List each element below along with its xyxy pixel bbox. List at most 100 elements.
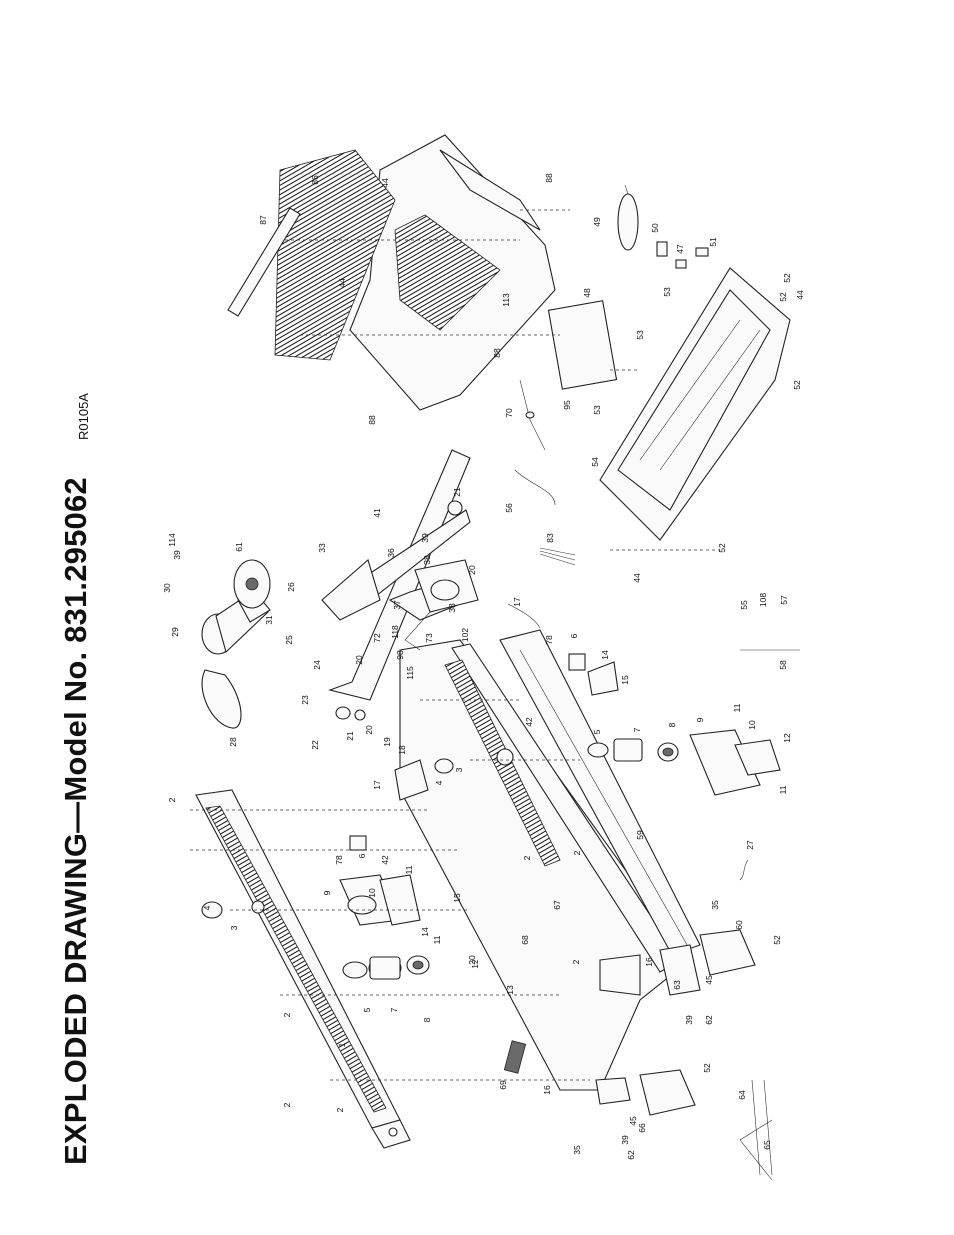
callout-label: 115	[405, 666, 415, 680]
callout-label: 52	[717, 543, 727, 553]
callout-label: 4	[202, 905, 212, 910]
callout-label: 44	[795, 290, 805, 300]
callout-label: 95	[562, 400, 572, 410]
callout-label: 52	[792, 380, 802, 390]
callout-label: 37	[392, 600, 402, 610]
callout-label: 2	[335, 1107, 345, 1112]
callout-label: 36	[386, 548, 396, 558]
callout-label: 52	[778, 292, 788, 302]
callout-label: 12	[470, 959, 480, 969]
wire-harnesses	[507, 379, 576, 629]
callout-label: 13	[505, 985, 515, 995]
callout-label: 30	[162, 583, 172, 593]
callout-label: 2	[282, 1012, 292, 1017]
callout-label: 21	[345, 731, 355, 741]
callout-label: 20	[354, 655, 364, 665]
misc-parts	[201, 649, 800, 1181]
callout-label: 118	[390, 625, 400, 639]
callout-label: 5	[592, 729, 602, 734]
incline-motor	[394, 559, 479, 801]
callout-label: 38	[447, 603, 457, 613]
callout-label: 17	[372, 780, 382, 790]
callout-label: 88	[492, 348, 502, 358]
callout-label: 72	[372, 633, 382, 643]
callout-label: 113	[501, 293, 511, 307]
callout-label: 35	[710, 900, 720, 910]
callout-label: 66	[637, 1123, 647, 1133]
assembly-lines	[190, 209, 720, 1081]
callout-label: 10	[747, 720, 757, 730]
callout-label: 14	[420, 927, 430, 937]
callout-label: 64	[737, 1090, 747, 1100]
walking-deck-frame	[399, 629, 701, 1105]
callout-label: 39	[684, 1015, 694, 1025]
callout-label: 52	[782, 273, 792, 283]
callout-label: 21	[452, 487, 462, 497]
callout-label: 26	[286, 582, 296, 592]
callout-label: 48	[582, 288, 592, 298]
callout-label: 2	[571, 959, 581, 964]
callout-label: 3	[229, 925, 239, 930]
callout-label: 22	[310, 740, 320, 750]
callout-label: 88	[367, 415, 377, 425]
callout-label: 114	[167, 533, 177, 547]
callout-label: 42	[524, 717, 534, 727]
callout-label: 2	[522, 855, 532, 860]
left-side-rail	[195, 789, 411, 1149]
callout-label: 50	[650, 223, 660, 233]
callout-label: 7	[632, 727, 642, 732]
callout-label: 15	[620, 675, 630, 685]
callout-label: 52	[702, 1063, 712, 1073]
callout-label: 9	[322, 890, 332, 895]
callout-label: 53	[592, 405, 602, 415]
drive-belt	[201, 669, 242, 729]
callout-label: 87	[258, 215, 268, 225]
callout-label: 67	[552, 900, 562, 910]
callout-label: 15	[452, 893, 462, 903]
rear-roller-set	[568, 653, 781, 796]
callout-label: 18	[397, 745, 407, 755]
callout-label: 53	[635, 330, 645, 340]
callout-label: 54	[590, 457, 600, 467]
callout-label: 6	[357, 853, 367, 858]
callout-label: 11	[432, 935, 442, 944]
callout-label: 59	[635, 830, 645, 840]
callout-label: 44	[632, 573, 642, 583]
callout-label: 5	[362, 1007, 372, 1012]
callout-label: 20	[467, 955, 477, 965]
controller-base	[547, 267, 791, 541]
callout-label: 28	[228, 737, 238, 747]
callout-label: 31	[264, 615, 274, 625]
rear-feet	[639, 929, 756, 1116]
motor-hood	[227, 134, 556, 411]
callout-label: 51	[708, 237, 718, 247]
callout-label: 62	[626, 1150, 636, 1160]
callout-label: 16	[644, 957, 654, 967]
callout-label: 11	[404, 865, 414, 874]
callout-label: 78	[544, 635, 554, 645]
front-roller-set	[339, 835, 430, 980]
callout-label: 45	[628, 1116, 638, 1126]
callout-label: 44	[337, 278, 347, 288]
callout-label: 1	[337, 1042, 347, 1047]
callout-label: 86	[310, 175, 320, 185]
callout-label: 57	[779, 595, 789, 605]
callout-label: 19	[382, 737, 392, 747]
callout-label: 2	[572, 850, 582, 855]
callout-label: 52	[772, 935, 782, 945]
callout-label: 78	[334, 855, 344, 865]
callout-label: 55	[739, 600, 749, 610]
callout-label: 11	[732, 703, 742, 712]
callout-label: 49	[592, 217, 602, 227]
callout-label: 68	[520, 935, 530, 945]
callout-label: 8	[422, 1017, 432, 1022]
callout-label: 25	[284, 635, 294, 645]
callout-label: 9	[695, 717, 705, 722]
callout-label: 4	[434, 780, 444, 785]
callout-label: 20	[467, 565, 477, 575]
callout-label: 38	[422, 555, 432, 565]
callout-label: 20	[364, 725, 374, 735]
callout-label: 70	[504, 408, 514, 418]
callout-label: 2	[167, 797, 177, 802]
callout-label: 60	[734, 920, 744, 930]
